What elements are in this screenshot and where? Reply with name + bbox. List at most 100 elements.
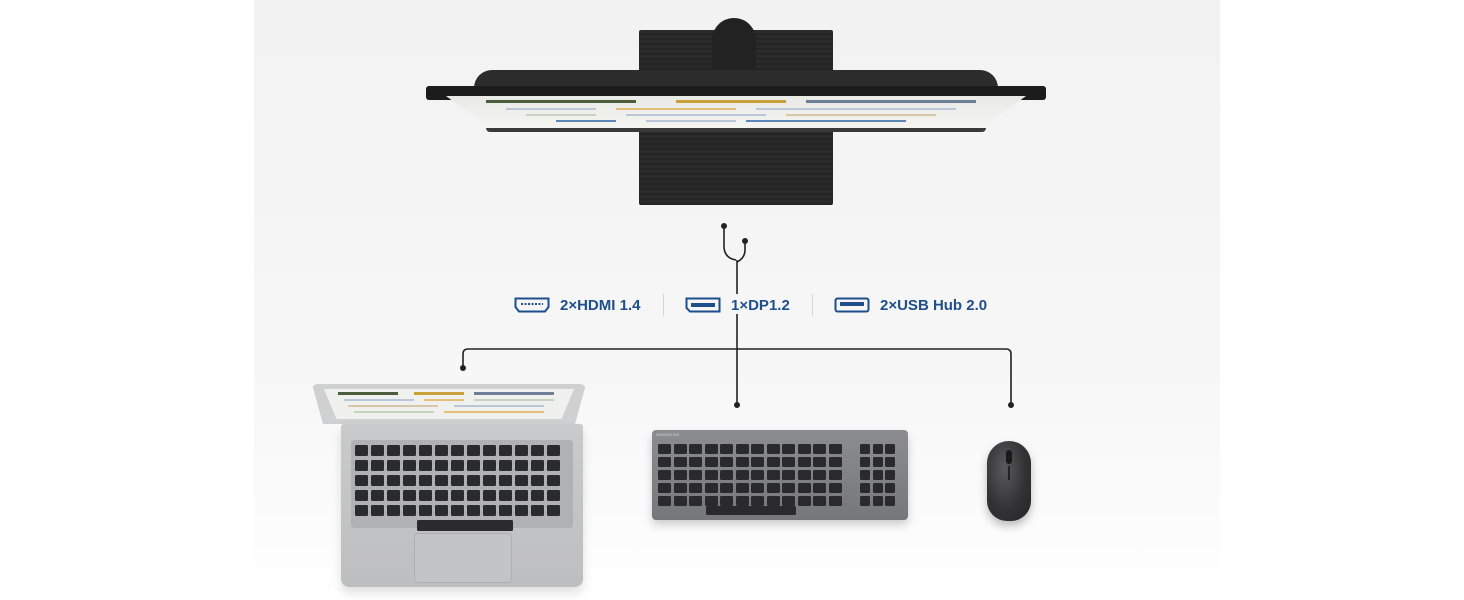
key	[419, 505, 432, 516]
key	[451, 445, 464, 456]
key	[885, 496, 895, 506]
key	[885, 444, 895, 454]
displayport-icon	[685, 297, 721, 313]
key	[658, 470, 671, 480]
key	[371, 505, 384, 516]
key	[387, 490, 400, 501]
key	[797, 483, 811, 493]
key	[658, 496, 671, 506]
key	[735, 470, 749, 480]
key	[766, 457, 780, 467]
key	[735, 483, 749, 493]
hdmi-port-icon	[514, 297, 550, 313]
key	[885, 470, 895, 480]
key	[782, 496, 795, 506]
key	[797, 496, 811, 506]
key	[435, 475, 448, 486]
key	[531, 505, 544, 516]
key	[704, 457, 718, 467]
key	[735, 496, 749, 506]
key	[872, 496, 883, 506]
key	[658, 457, 671, 467]
port-item-usb: 2×USB Hub 2.0	[834, 290, 987, 320]
key	[403, 505, 416, 516]
key	[499, 490, 512, 501]
port-divider	[812, 294, 813, 316]
monitor-bottom-edge	[486, 128, 986, 132]
key	[735, 457, 749, 467]
key	[387, 445, 400, 456]
key	[547, 460, 560, 471]
key	[547, 445, 560, 456]
key	[860, 496, 870, 506]
key	[720, 483, 733, 493]
key	[751, 496, 764, 506]
key	[689, 444, 702, 454]
key	[403, 475, 416, 486]
port-list: 2×HDMI 1.4 1×DP1.2 2×USB Hub 2.0	[254, 290, 1220, 320]
key	[766, 483, 780, 493]
key	[451, 505, 464, 516]
key	[483, 460, 496, 471]
key	[531, 445, 544, 456]
key	[531, 490, 544, 501]
key	[531, 475, 544, 486]
key	[885, 483, 895, 493]
key	[872, 444, 883, 454]
usb-port-icon	[834, 297, 870, 313]
key	[467, 505, 480, 516]
cable-end-dot	[742, 238, 748, 244]
key	[751, 457, 764, 467]
key	[371, 460, 384, 471]
key	[467, 475, 480, 486]
mouse-connection-dot	[1008, 402, 1014, 408]
port-item-displayport: 1×DP1.2	[685, 290, 790, 320]
key	[658, 444, 671, 454]
key	[860, 483, 870, 493]
key	[828, 470, 842, 480]
key	[435, 460, 448, 471]
key	[813, 496, 826, 506]
key	[451, 490, 464, 501]
key	[467, 460, 480, 471]
key	[435, 445, 448, 456]
key	[828, 496, 842, 506]
key	[704, 496, 718, 506]
key	[673, 470, 687, 480]
key	[720, 444, 733, 454]
monitor-back-shell	[474, 70, 998, 88]
port-label-hdmi: 2×HDMI 1.4	[560, 296, 641, 314]
key	[704, 444, 718, 454]
key	[387, 475, 400, 486]
key	[547, 490, 560, 501]
key	[720, 457, 733, 467]
key	[735, 444, 749, 454]
key	[766, 444, 780, 454]
key	[419, 460, 432, 471]
mouse-button-split	[1008, 466, 1010, 480]
key	[689, 496, 702, 506]
port-label-usb: 2×USB Hub 2.0	[880, 296, 988, 314]
key	[499, 445, 512, 456]
key	[371, 445, 384, 456]
key	[885, 457, 895, 467]
key	[515, 505, 528, 516]
key	[828, 457, 842, 467]
key	[860, 470, 870, 480]
key	[673, 483, 687, 493]
key	[720, 470, 733, 480]
key	[499, 505, 512, 516]
key	[499, 475, 512, 486]
mouse-scroll-wheel	[1006, 450, 1012, 464]
laptop-touchpad	[414, 533, 512, 583]
key	[531, 460, 544, 471]
key	[704, 483, 718, 493]
key	[673, 457, 687, 467]
key	[547, 505, 560, 516]
monitor-body	[426, 70, 1046, 132]
key	[782, 444, 795, 454]
key	[782, 470, 795, 480]
key	[797, 444, 811, 454]
cable-right-branch	[736, 241, 746, 263]
key	[828, 444, 842, 454]
